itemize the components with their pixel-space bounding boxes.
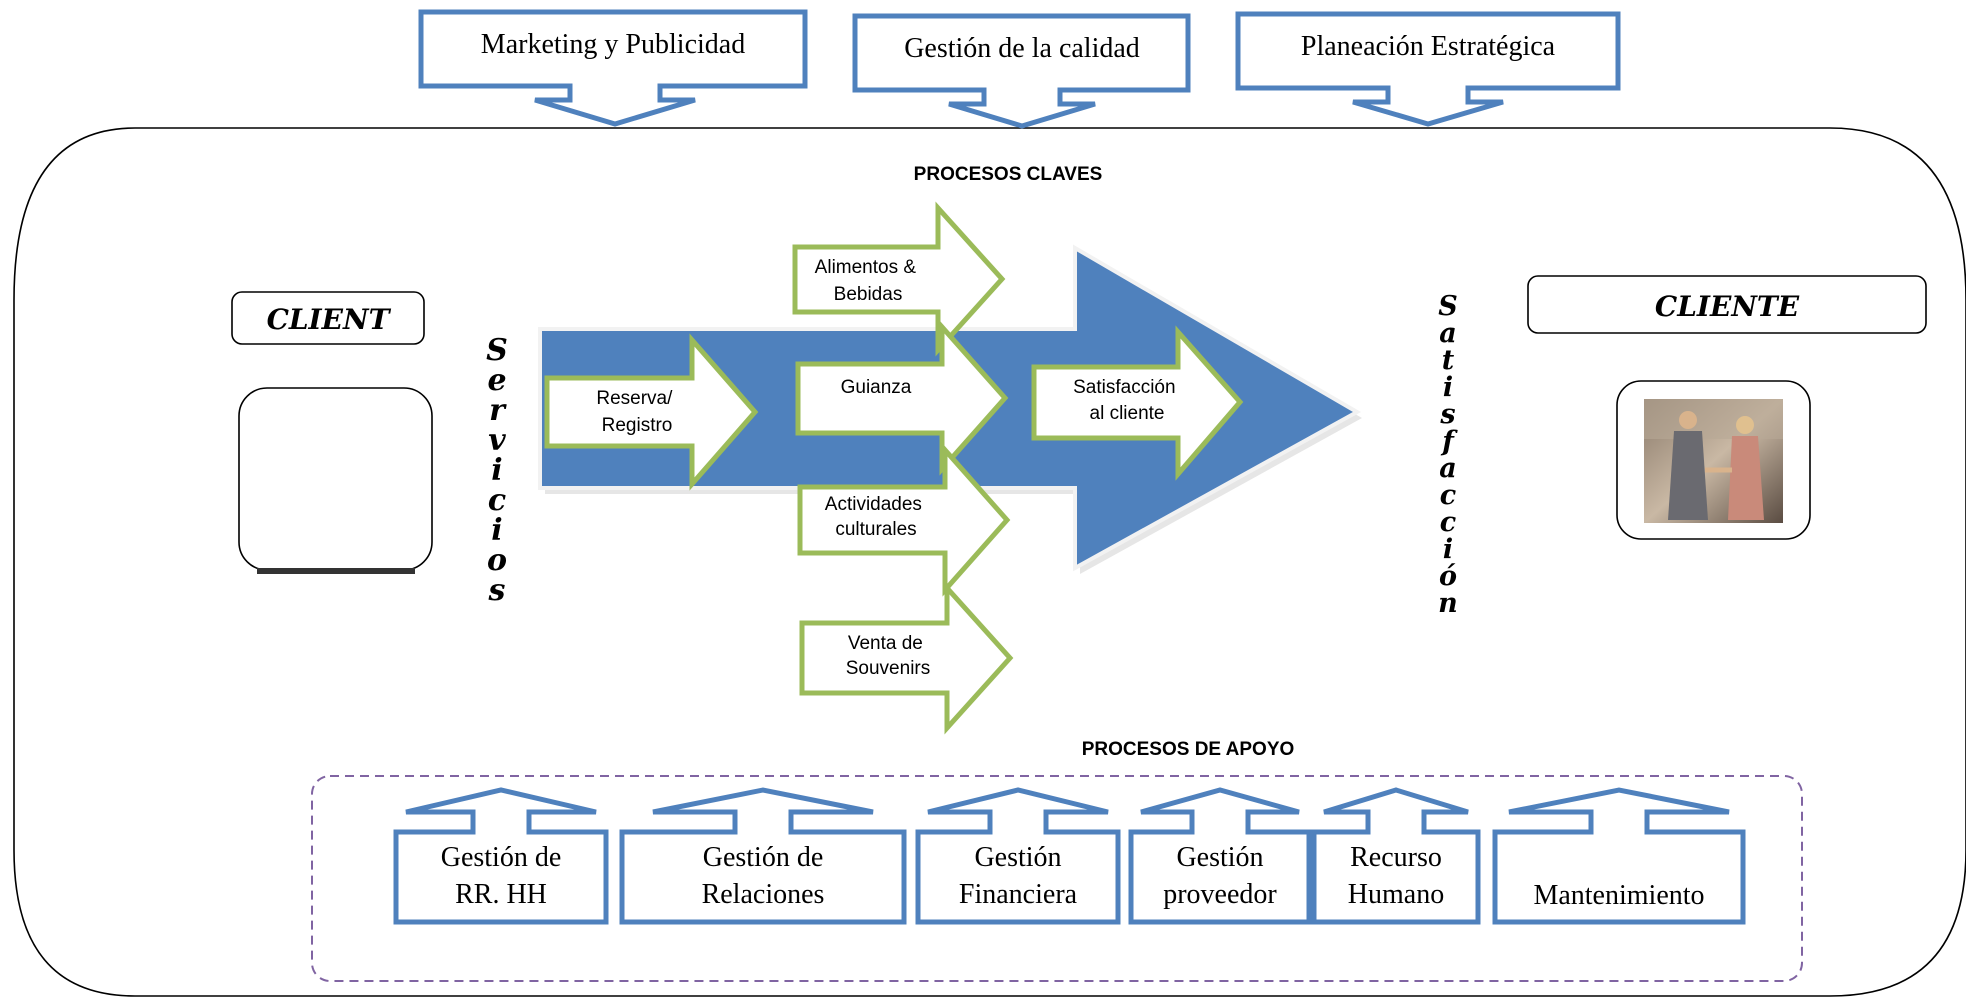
vertical-letter: n bbox=[1438, 588, 1458, 619]
vertical-letter: c bbox=[1440, 507, 1456, 538]
vertical-letter: f bbox=[1440, 426, 1458, 457]
client-input-photo-frame bbox=[238, 387, 433, 571]
vertical-letter: t bbox=[1442, 345, 1455, 376]
support-process-label-line: Financiera bbox=[959, 879, 1078, 910]
strategic-callout-calidad: Gestión de la calidad bbox=[852, 13, 1191, 129]
svg-text:Satisfacción: Satisfacción bbox=[1438, 291, 1458, 619]
strategic-label-marketing: Marketing y Publicidad bbox=[481, 29, 745, 60]
support-process-label-line: RR. HH bbox=[455, 879, 547, 910]
step-label-alimentos-line2: Bebidas bbox=[834, 284, 903, 305]
strategic-label-planeacion: Planeación Estratégica bbox=[1301, 31, 1556, 62]
step-label-guianza: Guianza bbox=[841, 377, 912, 398]
step-label-alimentos-line1: Alimentos & bbox=[815, 257, 917, 278]
photo-frame-edge bbox=[257, 568, 415, 574]
vertical-letter: a bbox=[1439, 453, 1457, 484]
support-process-callout: Gestión de RR. HH bbox=[393, 787, 609, 925]
vertical-letter: r bbox=[489, 393, 507, 428]
vertical-letter: s bbox=[488, 573, 506, 608]
strategic-callout-planeacion: Planeación Estratégica bbox=[1235, 11, 1621, 127]
vertical-letter: i bbox=[491, 453, 502, 488]
vertical-letter: c bbox=[1440, 480, 1456, 511]
step-label-reserva-line1: Reserva/ bbox=[596, 388, 673, 409]
support-process-callout: Mantenimiento bbox=[1492, 787, 1746, 925]
step-label-venta-line1: Venta de bbox=[848, 633, 923, 654]
support-process-label: Gestión de Relaciones bbox=[702, 842, 825, 910]
support-process-label-line: Gestión bbox=[1176, 842, 1263, 873]
support-processes-title: PROCESOS DE APOYO bbox=[1082, 739, 1295, 760]
step-arrow-guianza: Guianza bbox=[795, 320, 1009, 476]
step-label-reserva-line2: Registro bbox=[602, 415, 673, 436]
step-arrow-venta: Venta de Souvenirs bbox=[799, 581, 1014, 735]
support-process-label-line: Gestión de bbox=[703, 842, 824, 873]
support-process-label-line: proveedor bbox=[1163, 879, 1277, 910]
svg-text:Reserva/ Registro: Reserva/ Registro bbox=[596, 388, 677, 436]
vertical-letter: v bbox=[488, 423, 506, 458]
support-process-label-line: Relaciones bbox=[702, 879, 825, 910]
strategic-callout-marketing: Marketing y Publicidad bbox=[418, 9, 808, 127]
support-processes-frame bbox=[311, 775, 1803, 982]
support-process-label-line: Humano bbox=[1348, 879, 1444, 910]
step-arrow-reserva: Reserva/ Registro bbox=[544, 333, 759, 491]
step-arrow-alimentos: Alimentos & Bebidas bbox=[792, 201, 1006, 357]
step-label-satisfaccion-line2: al cliente bbox=[1090, 403, 1165, 424]
key-processes-title: PROCESOS CLAVES bbox=[914, 164, 1103, 185]
client-input-label: CLIENT bbox=[267, 303, 392, 336]
cliente-output-label-box bbox=[1527, 275, 1927, 334]
step-label-actividades-line1: Actividades bbox=[825, 494, 922, 515]
support-process-label-line: Recurso bbox=[1350, 842, 1442, 873]
support-process-label: Mantenimiento bbox=[1533, 880, 1704, 911]
vertical-letter: ó bbox=[1439, 561, 1457, 592]
support-process-callout: Gestión proveedor bbox=[1128, 787, 1312, 925]
step-label-actividades-line2: culturales bbox=[835, 519, 916, 540]
support-process-label-line: Gestión de bbox=[441, 842, 562, 873]
vertical-letter: e bbox=[487, 363, 506, 398]
strategic-label-calidad: Gestión de la calidad bbox=[904, 33, 1140, 64]
vertical-letter: S bbox=[1438, 291, 1458, 322]
svg-text:Satisfacción al cliente: Satisfacción al cliente bbox=[1073, 377, 1181, 424]
outer-process-frame bbox=[13, 127, 1966, 997]
vertical-letter: c bbox=[488, 483, 506, 518]
vertical-letter: o bbox=[487, 543, 507, 578]
support-process-label-line: Mantenimiento bbox=[1533, 880, 1704, 911]
vertical-letter: i bbox=[1443, 534, 1453, 565]
support-process-label: Gestión de RR. HH bbox=[441, 842, 562, 910]
step-label-satisfaccion-line1: Satisfacción bbox=[1073, 377, 1175, 398]
step-arrow-actividades: Actividades culturales bbox=[797, 443, 1011, 597]
svg-text:Alimentos & Bebidas: Alimentos & Bebidas bbox=[815, 257, 922, 305]
client-input-label-box bbox=[231, 291, 425, 345]
step-label-venta-line2: Souvenirs bbox=[846, 658, 931, 679]
step-arrow-satisfaccion: Satisfacción al cliente bbox=[1031, 325, 1244, 481]
vertical-letter: S bbox=[486, 333, 508, 368]
svg-text:Venta de Souvenirs: Venta de Souvenirs bbox=[846, 633, 931, 679]
support-process-label: Gestión proveedor bbox=[1163, 842, 1277, 910]
support-process-callout: Gestión de Relaciones bbox=[619, 787, 907, 925]
vertical-letter: i bbox=[491, 513, 502, 548]
vertical-letter: s bbox=[1439, 399, 1455, 430]
customer-photo bbox=[1644, 399, 1783, 523]
support-process-label-line: Gestión bbox=[974, 842, 1061, 873]
cliente-output-label: CLIENTE bbox=[1655, 290, 1800, 323]
svg-text:Actividades culturales: Actividades culturales bbox=[825, 494, 927, 540]
vertical-letter: i bbox=[1443, 372, 1453, 403]
vertical-letter: a bbox=[1439, 318, 1457, 349]
